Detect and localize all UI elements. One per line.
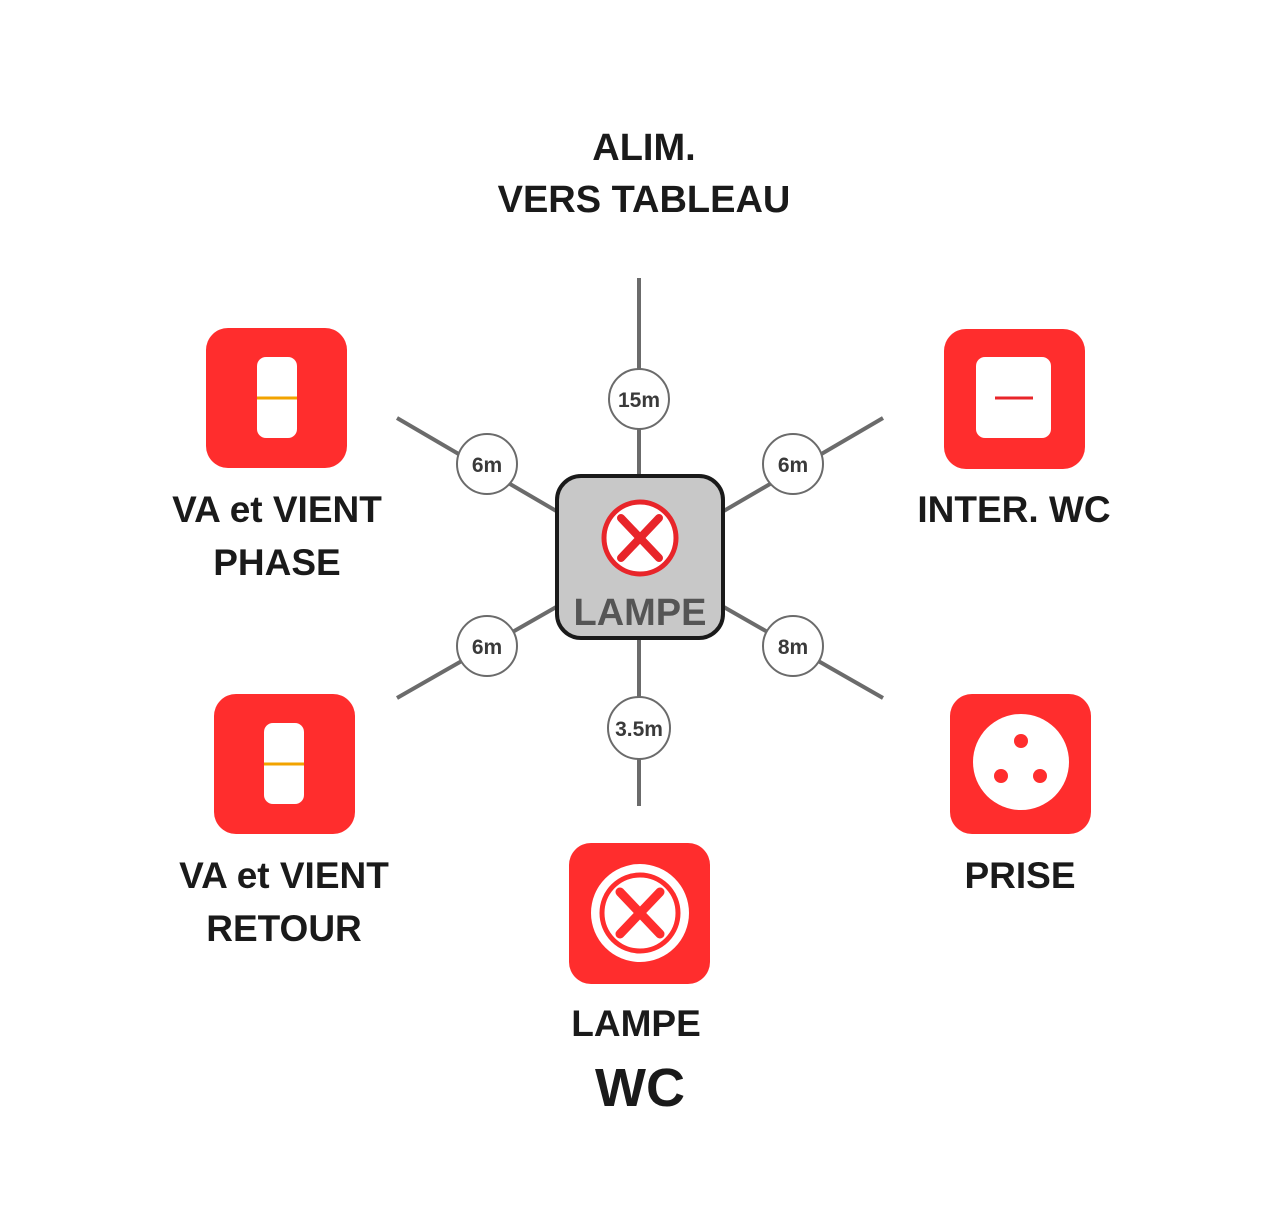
device-label-line1: VA et VIENT (179, 855, 389, 896)
power-feed-line2: VERS TABLEAU (498, 179, 791, 221)
two-way-switch-icon (264, 723, 304, 804)
socket-icon (973, 714, 1069, 810)
two-way-switch-icon (257, 357, 297, 438)
length-label-upper-right: 6m (778, 454, 808, 477)
length-marker-lower-left: 6m (456, 615, 518, 677)
device-label-line2: PHASE (213, 542, 340, 583)
device-label-line1: VA et VIENT (172, 489, 382, 530)
length-label-top: 15m (618, 389, 660, 412)
length-label-bottom: 3.5m (615, 718, 663, 741)
length-marker-lower-right: 8m (762, 615, 824, 677)
lamp-cross-icon (591, 864, 689, 962)
device-two-way-switch-return: VA et VIENT RETOUR (179, 694, 389, 949)
length-marker-upper-right: 6m (762, 433, 824, 495)
device-wc-switch: INTER. WC (917, 329, 1111, 530)
power-feed-label: ALIM. VERS TABLEAU (498, 127, 791, 221)
length-label-lower-left: 6m (472, 636, 502, 659)
lamp-cross-icon (601, 499, 679, 577)
device-label-line2: RETOUR (206, 908, 362, 949)
junction-box: LAMPE (555, 474, 725, 640)
device-label-line1: LAMPE (571, 1003, 701, 1044)
length-label-upper-left: 6m (472, 454, 502, 477)
switch-icon (976, 357, 1051, 438)
device-socket: PRISE (950, 694, 1091, 896)
junction-box-label: LAMPE (574, 592, 707, 634)
device-two-way-switch-phase: VA et VIENT PHASE (172, 328, 382, 583)
length-label-lower-right: 8m (778, 636, 808, 659)
device-label-line1: INTER. WC (917, 489, 1110, 530)
length-marker-top: 15m (608, 368, 670, 430)
power-feed-line1: ALIM. (592, 127, 695, 169)
device-label-line1: PRISE (964, 855, 1075, 896)
length-marker-upper-left: 6m (456, 433, 518, 495)
device-wc-lamp: LAMPE WC (569, 843, 710, 1118)
length-marker-bottom: 3.5m (607, 696, 671, 760)
device-label-line2: WC (595, 1058, 685, 1118)
